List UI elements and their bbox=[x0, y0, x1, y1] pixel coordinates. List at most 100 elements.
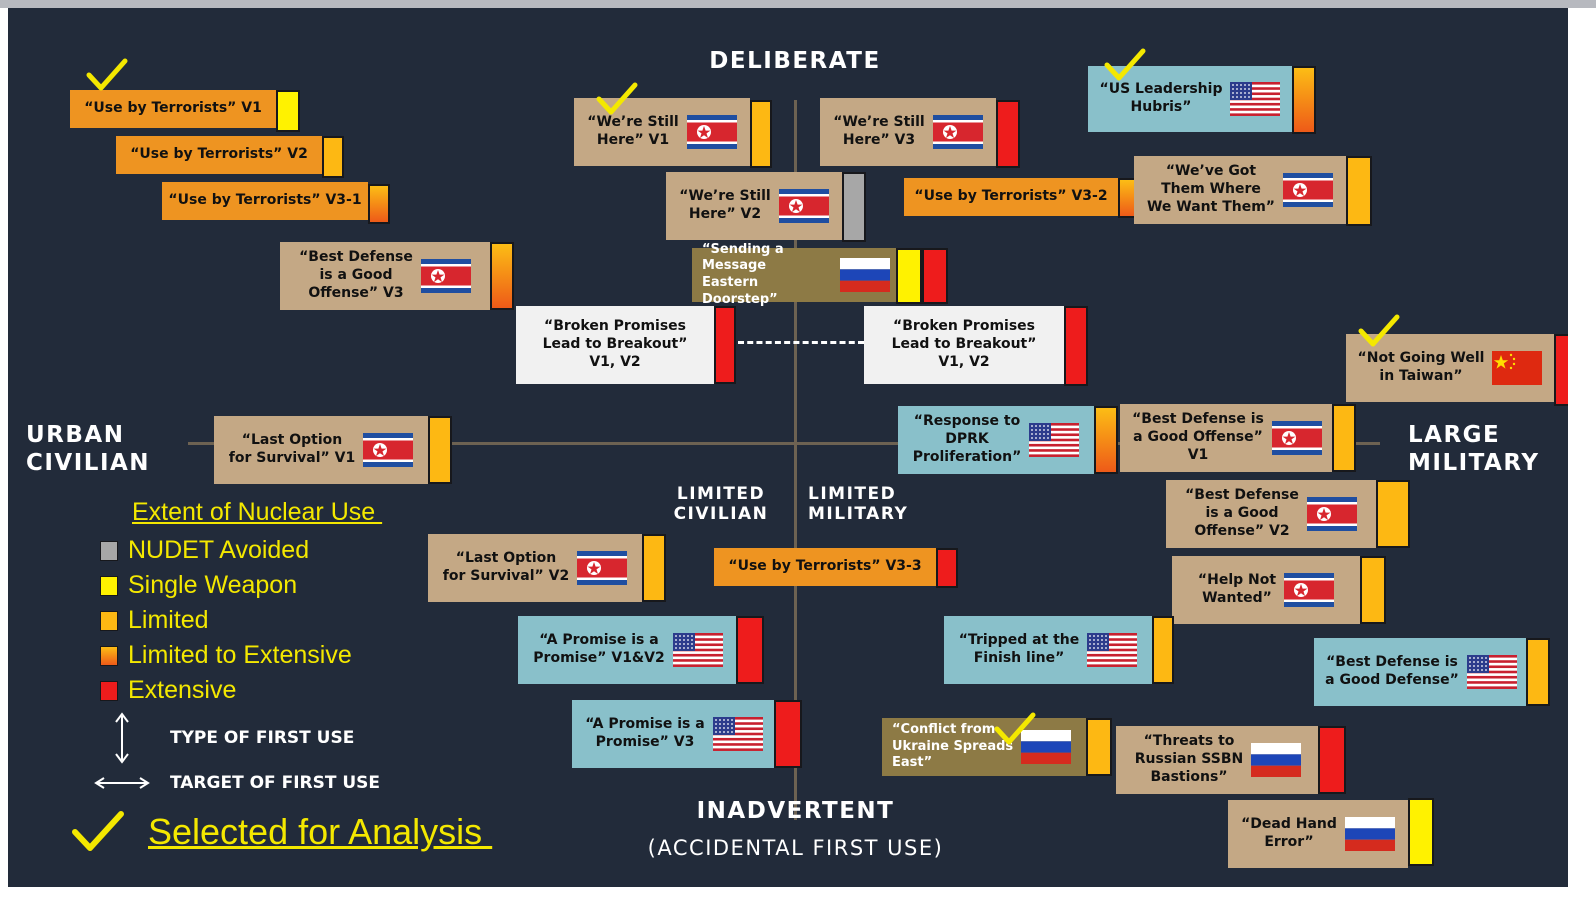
scenario-were-still-here-v2: “We’re Still Here” V2 bbox=[666, 172, 842, 240]
extent-tag-limited bbox=[1376, 480, 1410, 548]
scenario-title: “We’re Still Here” V2 bbox=[679, 188, 771, 222]
scenario-title: “Last Option for Survival” V2 bbox=[442, 550, 570, 584]
scenario-title: “Dead Hand Error” bbox=[1241, 816, 1337, 850]
checkmark-icon bbox=[72, 811, 124, 851]
extent-tag-extensive bbox=[1064, 306, 1088, 386]
scenario-threats-ssbn-bastions: “Threats to Russian SSBN Bastions” bbox=[1116, 726, 1320, 794]
selected-checkmark-icon bbox=[1358, 314, 1400, 347]
vertical-axis bbox=[794, 100, 797, 820]
scenario-use-by-terrorists-v3-1: “Use by Terrorists” V3-1 bbox=[162, 182, 368, 220]
axis-label-bottom-sub: (ACCIDENTAL FIRST USE) bbox=[647, 836, 944, 860]
axis-label-top: DELIBERATE bbox=[709, 48, 881, 74]
scenario-last-option-v1: “Last Option for Survival” V1 bbox=[214, 416, 428, 484]
scenario-use-by-terrorists-v2: “Use by Terrorists” V2 bbox=[116, 136, 322, 174]
selected-checkmark-icon bbox=[1104, 48, 1146, 81]
scenario-title: “Use by Terrorists” V3-3 bbox=[728, 558, 922, 575]
legend-label-extensive: Extensive bbox=[128, 676, 237, 704]
legend-item-limited: Limited bbox=[100, 606, 209, 635]
extent-tag-limited bbox=[428, 416, 452, 484]
extent-tag-single bbox=[1408, 798, 1434, 866]
scenario-were-still-here-v3: “We’re Still Here” V3 bbox=[820, 98, 996, 166]
legend-title: Extent of Nuclear Use bbox=[132, 498, 383, 526]
legend-item-extensive: Extensive bbox=[100, 676, 236, 705]
scenario-title: “Tripped at the Finish line” bbox=[958, 632, 1080, 666]
scenario-conflict-from-ukraine: “Conflict from Ukraine Spreads East” bbox=[882, 718, 1088, 776]
scenario-use-by-terrorists-v1: “Use by Terrorists” V1 bbox=[70, 90, 276, 128]
north-korea-flag-icon bbox=[577, 551, 628, 585]
scenario-sending-a-message: “Sending a Message Eastern Doorstep” bbox=[692, 242, 900, 307]
north-korea-flag-icon bbox=[1271, 421, 1322, 455]
limited-military-label: LIMITED MILITARY bbox=[808, 484, 930, 525]
axis-label-right-line1: LARGE bbox=[1408, 422, 1501, 448]
legend-label-range: Limited to Extensive bbox=[128, 641, 352, 669]
scenario-promise-v3: “A Promise is a Promise” V3 bbox=[572, 700, 776, 768]
extent-tag-range bbox=[490, 242, 514, 310]
scenario-title: “A Promise is a Promise” V3 bbox=[585, 716, 705, 750]
extent-tag-range bbox=[1094, 406, 1118, 474]
legend-item-single: Single Weapon bbox=[100, 571, 297, 600]
limited-civilian-label: LIMITED CIVILIAN bbox=[660, 484, 782, 525]
extent-tag-extensive bbox=[1318, 726, 1346, 794]
scenario-response-to-dprk: “Response to DPRK Proliferation” bbox=[898, 406, 1094, 474]
scenario-title: “Last Option for Survival” V1 bbox=[228, 432, 356, 466]
north-korea-flag-icon bbox=[420, 259, 471, 293]
scenario-title: “Best Defense is a Good Defense” bbox=[1325, 654, 1459, 688]
north-korea-flag-icon bbox=[1284, 573, 1335, 607]
united-states-flag-icon bbox=[712, 717, 763, 751]
scenario-title: “Response to DPRK Proliferation” bbox=[912, 413, 1022, 465]
extent-tag-extensive bbox=[922, 248, 948, 304]
extent-tag-extensive bbox=[774, 700, 802, 768]
selected-checkmark-icon bbox=[994, 712, 1036, 745]
limited-civilian-line1: LIMITED bbox=[676, 484, 766, 504]
united-states-flag-icon bbox=[1029, 423, 1080, 457]
extent-tag-extensive bbox=[714, 306, 736, 384]
extent-tag-limited bbox=[1346, 156, 1372, 226]
axis-label-left-line2: CIVILIAN bbox=[26, 449, 151, 476]
target-of-first-use-label: TARGET OF FIRST USE bbox=[170, 773, 381, 793]
extent-tag-range bbox=[1292, 66, 1316, 134]
axis-label-right-line2: MILITARY bbox=[1408, 449, 1540, 476]
vertical-double-arrow-icon bbox=[115, 712, 129, 764]
type-of-first-use-label: TYPE OF FIRST USE bbox=[170, 728, 355, 748]
legend-swatch-limited bbox=[100, 610, 118, 631]
scenario-title: “Use by Terrorists” V1 bbox=[84, 100, 262, 117]
scenario-tripped-at-finish: “Tripped at the Finish line” bbox=[944, 616, 1152, 684]
nuclear-scenario-diagram: DELIBERATE INADVERTENT (ACCIDENTAL FIRST… bbox=[8, 8, 1568, 887]
extent-tag-single bbox=[276, 90, 300, 132]
legend-swatch-single bbox=[100, 575, 118, 596]
target-of-first-use-key: TARGET OF FIRST USE bbox=[94, 768, 380, 798]
scenario-dead-hand-error: “Dead Hand Error” bbox=[1228, 800, 1408, 868]
scenario-title: “Conflict from Ukraine Spreads East” bbox=[892, 722, 1014, 771]
scenario-title: “Threats to Russian SSBN Bastions” bbox=[1134, 733, 1244, 785]
scenario-broken-promises-right: “Broken Promises Lead to Breakout” V1, V… bbox=[864, 306, 1064, 384]
extent-tag-limited bbox=[1526, 638, 1550, 706]
scenario-best-defense-offense-v3: “Best Defense is a Good Offense” V3 bbox=[280, 242, 490, 310]
extent-tag-nudet bbox=[842, 172, 866, 242]
scenario-title: “We’ve Got Them Where We Want Them” bbox=[1146, 163, 1276, 215]
north-korea-flag-icon bbox=[1283, 173, 1334, 207]
limited-civilian-line2: CIVILIAN bbox=[673, 504, 769, 525]
russia-flag-icon bbox=[1021, 730, 1072, 764]
extent-tag-extensive bbox=[736, 616, 764, 684]
legend-swatch-range bbox=[100, 645, 118, 666]
horizontal-axis bbox=[188, 442, 1380, 445]
legend-item-range: Limited to Extensive bbox=[100, 641, 352, 670]
legend-swatch-extensive bbox=[100, 680, 118, 701]
top-strip bbox=[0, 0, 1596, 8]
china-flag-icon bbox=[1492, 351, 1543, 385]
scenario-title: “Broken Promises Lead to Breakout” V1, V… bbox=[891, 318, 1037, 370]
extent-tag-extensive bbox=[996, 100, 1020, 168]
extent-tag-extensive bbox=[1554, 334, 1568, 406]
scenario-title: “Use by Terrorists” V2 bbox=[130, 146, 308, 163]
broken-promises-connector bbox=[738, 341, 864, 344]
selected-checkmark-icon bbox=[86, 58, 128, 91]
russia-flag-icon bbox=[840, 258, 890, 292]
scenario-best-defense-offense-v2: “Best Defense is a Good Offense” V2 bbox=[1166, 480, 1376, 548]
scenario-weve-got-them: “We’ve Got Them Where We Want Them” bbox=[1134, 156, 1346, 224]
type-of-first-use-key: TYPE OF FIRST USE bbox=[94, 710, 354, 766]
extent-tag-extensive bbox=[936, 548, 958, 588]
united-states-flag-icon bbox=[1466, 655, 1517, 689]
extent-tag-limited bbox=[1332, 404, 1356, 472]
united-states-flag-icon bbox=[1230, 82, 1281, 116]
limited-military-line1: LIMITED bbox=[808, 484, 897, 504]
